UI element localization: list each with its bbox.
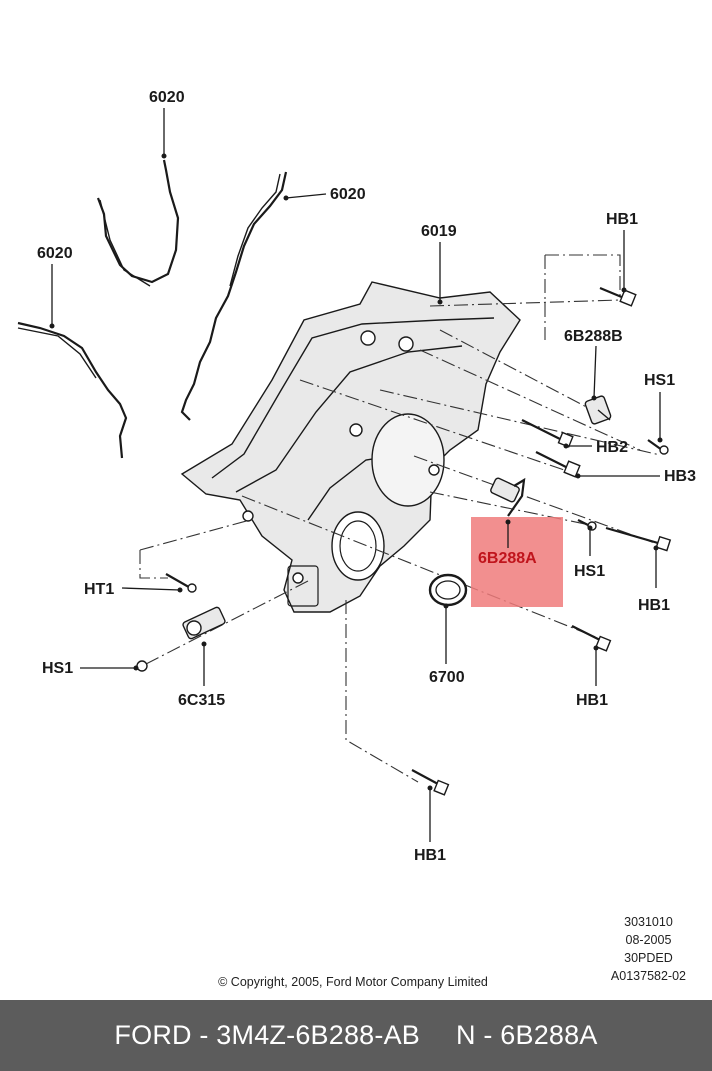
label-ht1: HT1 — [84, 581, 114, 598]
drawing-model: 30PDED — [624, 951, 673, 965]
bolt-hb2 — [521, 419, 574, 448]
footer-part-code: N - 6B288A — [456, 1020, 598, 1050]
label-6020-right: 6020 — [330, 186, 366, 203]
label-6700: 6700 — [429, 669, 465, 686]
label-hb1-mid: HB1 — [576, 692, 608, 709]
highlight-box — [471, 517, 563, 607]
stud-hs1-mid — [577, 519, 597, 531]
stud-hs1-right — [647, 439, 669, 455]
label-hs1-right: HS1 — [644, 372, 675, 389]
bolt-hb1-mid — [571, 625, 612, 652]
gasket-6020-right — [180, 171, 288, 421]
footer-part-number: FORD - 3M4Z-6B288-AB — [114, 1020, 420, 1050]
stud-hs1-left — [136, 660, 148, 672]
label-hs1-left: HS1 — [42, 660, 73, 677]
drawing-date: 08-2005 — [625, 933, 672, 947]
bolt-hb3 — [535, 451, 581, 478]
bolt-hb1-bottom — [411, 769, 450, 796]
bolt-hb1-right — [605, 526, 672, 552]
label-hb1-right: HB1 — [638, 597, 670, 614]
seal-6700 — [428, 573, 468, 607]
label-6b288b: 6B288B — [564, 328, 623, 345]
footer-bar: FORD - 3M4Z-6B288-AB N - 6B288A — [0, 1000, 712, 1071]
label-6b288a: 6B288A — [478, 550, 537, 567]
drawing-ref: A0137582-02 — [610, 969, 686, 983]
gasket-6020-top — [96, 159, 180, 287]
leader-lines — [49, 108, 663, 842]
label-hs1-mid: HS1 — [574, 563, 605, 580]
label-hb1-top: HB1 — [606, 211, 638, 228]
copyright-notice: © Copyright, 2005, Ford Motor Company Li… — [218, 975, 488, 989]
alignment-lines — [139, 254, 661, 783]
label-hb1-bottom: HB1 — [414, 847, 446, 864]
label-6020-left: 6020 — [37, 245, 73, 262]
label-6019: 6019 — [421, 223, 457, 240]
label-6c315: 6C315 — [178, 692, 225, 709]
sensor-6c315 — [182, 606, 226, 640]
drawing-code: 3031010 — [624, 915, 673, 929]
front-cover-6019 — [180, 281, 521, 613]
sensor-6b288a — [490, 477, 526, 517]
label-6020-top: 6020 — [149, 89, 185, 106]
stud-ht1 — [165, 573, 197, 593]
drawing-reference: 3031010 08-2005 30PDED A0137582-02 — [611, 913, 686, 985]
sensor-6b288b — [584, 395, 612, 425]
label-hb2: HB2 — [596, 439, 628, 456]
bolt-hb1-top — [599, 286, 637, 307]
gasket-6020-left — [17, 321, 128, 459]
label-hb3: HB3 — [664, 468, 696, 485]
parts-diagram: 6020 6020 6020 6019 HB1 6B288B HS1 HB2 H… — [17, 89, 696, 864]
